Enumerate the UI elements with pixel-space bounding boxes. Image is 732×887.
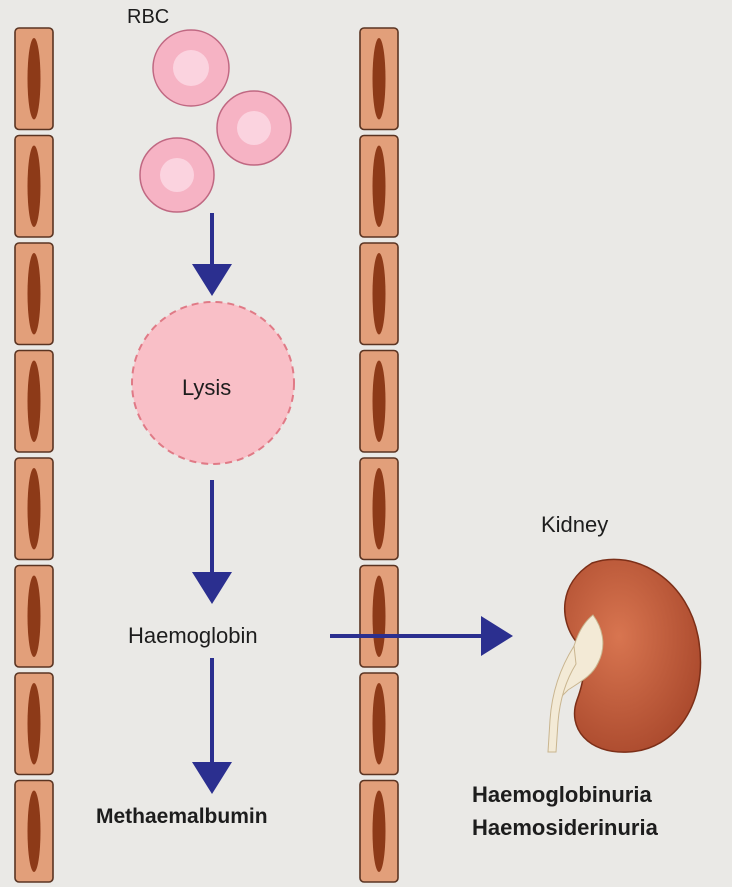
nucleus (373, 38, 386, 120)
vessel-endothelial-cell (15, 673, 53, 775)
vessel-endothelial-cell (360, 243, 398, 345)
vessel-endothelial-cell (15, 351, 53, 453)
nucleus (373, 361, 386, 443)
nucleus (28, 791, 41, 873)
rbc-cell (140, 138, 214, 212)
vessel-endothelial-cell (15, 566, 53, 668)
nucleus (373, 146, 386, 228)
nucleus (28, 361, 41, 443)
red-blood-cells (140, 30, 291, 212)
haemosiderinuria-label: Haemosiderinuria (472, 815, 658, 841)
nucleus (373, 253, 386, 335)
nucleus (373, 791, 386, 873)
vessel-endothelial-cell (15, 136, 53, 238)
methaemalbumin-label: Methaemalbumin (96, 805, 268, 829)
nucleus (373, 468, 386, 550)
vessel-endothelial-cell (15, 28, 53, 130)
rbc-cell (217, 91, 291, 165)
vessel-endothelial-cell (15, 781, 53, 883)
kidney-icon (548, 559, 701, 752)
lysis-label: Lysis (182, 375, 231, 401)
rbc-label: RBC (127, 6, 169, 29)
haemoglobin-label: Haemoglobin (128, 623, 258, 649)
haemoglobinuria-label: Haemoglobinuria (472, 782, 652, 808)
nucleus (28, 468, 41, 550)
vessel-endothelial-cell (360, 28, 398, 130)
nucleus (28, 683, 41, 765)
vessel-endothelial-cell (360, 566, 398, 668)
nucleus (28, 146, 41, 228)
nucleus (373, 683, 386, 765)
left-vessel-wall (15, 28, 53, 882)
vessel-endothelial-cell (15, 243, 53, 345)
nucleus (28, 253, 41, 335)
nucleus (28, 576, 41, 658)
nucleus (28, 38, 41, 120)
rbc-cell (153, 30, 229, 106)
right-vessel-wall (360, 28, 398, 882)
nucleus (373, 576, 386, 658)
vessel-endothelial-cell (360, 458, 398, 560)
vessel-endothelial-cell (360, 781, 398, 883)
vessel-endothelial-cell (360, 673, 398, 775)
kidney-label: Kidney (541, 512, 608, 538)
vessel-endothelial-cell (360, 351, 398, 453)
vessel-endothelial-cell (360, 136, 398, 238)
vessel-endothelial-cell (15, 458, 53, 560)
